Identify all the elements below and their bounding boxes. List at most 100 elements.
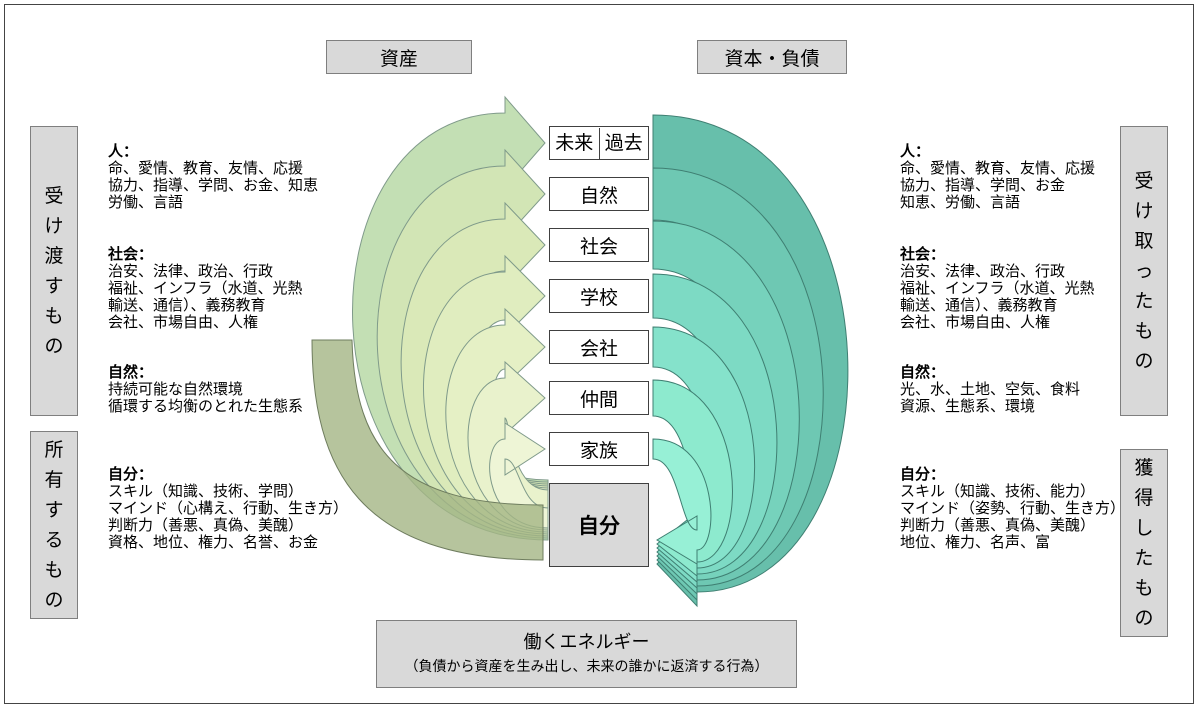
group-line: マインド（心構え、行動、生き方）: [108, 499, 349, 517]
vertical-label-char: 受: [44, 184, 64, 207]
center-box-label: 学校: [579, 286, 618, 309]
working-energy-title: 働くエネルギー: [523, 632, 650, 653]
group-heading: 自分：: [900, 465, 946, 483]
center-box-friends: 仲間: [549, 381, 649, 415]
center-box-family: 家族: [549, 432, 649, 466]
left-group-nature: 自然：持続可能な自然環境循環する均衡のとれた生態系: [108, 364, 303, 415]
vertical-label-char: の: [44, 589, 64, 612]
center-box-society: 社会: [549, 228, 649, 262]
capital-liabilities-heading: 資本・負債: [697, 40, 847, 74]
group-heading: 社会：: [108, 245, 154, 263]
group-line: 福祉、インフラ（水道、光熱: [108, 279, 303, 297]
assets-heading: 資産: [326, 40, 472, 74]
assets-heading-text: 資産: [379, 47, 418, 70]
group-line: 会社、市場自由、人権: [108, 313, 259, 331]
capital-liabilities-heading-text: 資本・負債: [724, 47, 820, 70]
future-label: 未来: [550, 127, 600, 159]
right-group-self: 自分：スキル（知識、技術、能力）マインド（姿勢、行動、生き方）判断力（善悪、真偽…: [900, 466, 1125, 551]
received-label: 受け取ったもの: [1120, 126, 1168, 416]
right-arrows-group: [652, 114, 849, 608]
vertical-label-char: 獲: [1134, 456, 1154, 479]
left-group-self: 自分：スキル（知識、技術、学問）マインド（心構え、行動、生き方）判断力（善悪、真…: [108, 466, 348, 551]
vertical-label-char: た: [1134, 547, 1154, 569]
vertical-label-char: も: [1134, 577, 1154, 600]
acquired-label: 獲得したもの: [1120, 449, 1168, 637]
center-box-label: 会社: [579, 337, 618, 360]
group-line: 治安、法律、政治、行政: [900, 262, 1066, 280]
group-line: 会社、市場自由、人権: [900, 313, 1051, 331]
vertical-label-char: 取: [1134, 229, 1154, 252]
group-line: 資格、地位、権力、名誉、お金: [108, 533, 319, 551]
vertical-label-char: る: [44, 529, 64, 551]
left-arrow-band: [311, 339, 544, 561]
right-arrow: [652, 438, 712, 565]
center-box-label: 仲間: [579, 388, 618, 411]
working-energy-subtitle: （負債から資産を生み出し、未来の誰かに返済する行為）: [404, 659, 769, 675]
group-line: 判断力（善悪、真偽、美醜）: [900, 516, 1096, 534]
group-line: 地位、権力、名声、富: [900, 533, 1051, 551]
vertical-label-char: け: [44, 214, 64, 237]
group-line: 命、愛情、教育、友情、応援: [108, 159, 304, 177]
pass-on-label: 受け渡すもの: [30, 126, 78, 416]
vertical-label-char: の: [44, 335, 64, 358]
group-line: スキル（知識、技術、学問）: [108, 482, 304, 500]
working-energy-box: 働くエネルギー （負債から資産を生み出し、未来の誰かに返済する行為）: [376, 620, 797, 688]
vertical-label-char: す: [44, 498, 64, 521]
future-past-box: 未来 過去: [549, 126, 649, 160]
vertical-label-char: 得: [1134, 486, 1154, 509]
group-heading: 自然：: [108, 363, 154, 381]
group-line: 輸送、通信）、義務教育: [108, 296, 266, 314]
group-heading: 人：: [108, 142, 139, 160]
group-line: 治安、法律、政治、行政: [108, 262, 274, 280]
group-line: 福祉、インフラ（水道、光熱: [900, 279, 1095, 297]
self-label: 自分: [578, 514, 620, 538]
center-box-school: 学校: [549, 279, 649, 313]
group-line: マインド（姿勢、行動、生き方）: [900, 499, 1126, 517]
vertical-label-char: も: [44, 559, 64, 582]
center-box-label: 家族: [579, 439, 618, 462]
vertical-label-char: 有: [44, 468, 64, 491]
group-line: スキル（知識、技術、能力）: [900, 482, 1096, 500]
group-line: 持続可能な自然環境: [108, 380, 244, 398]
right-group-people: 人：命、愛情、教育、友情、応援協力、指導、学問、お金知恵、労働、言語: [900, 143, 1095, 211]
group-line: 判断力（善悪、真偽、美醜）: [108, 516, 304, 534]
group-line: 資源、生態系、環境: [900, 397, 1036, 415]
vertical-label-char: た: [1134, 290, 1154, 312]
group-line: 命、愛情、教育、友情、応援: [900, 159, 1096, 177]
vertical-label-char: 渡: [44, 244, 64, 267]
center-box-company: 会社: [549, 330, 649, 364]
vertical-label-char: 受: [1134, 169, 1154, 192]
vertical-label-char: 所: [44, 438, 64, 461]
right-group-society: 社会：治安、法律、政治、行政福祉、インフラ（水道、光熱輸送、通信）、義務教育会社…: [900, 246, 1095, 331]
vertical-label-char: の: [1134, 607, 1154, 630]
group-line: 輸送、通信）、義務教育: [900, 296, 1058, 314]
vertical-label-char: も: [44, 305, 64, 328]
self-box: 自分: [549, 483, 649, 567]
possess-label: 所有するもの: [30, 431, 78, 619]
left-arrows-group: [311, 95, 549, 561]
group-line: 循環する均衡のとれた生態系: [108, 397, 304, 415]
group-heading: 自然：: [900, 363, 946, 381]
group-line: 知恵、労働、言語: [900, 193, 1021, 211]
right-group-nature: 自然：光、水、土地、空気、食料資源、生態系、環境: [900, 364, 1080, 415]
group-line: 協力、指導、学問、お金、知恵: [108, 176, 319, 194]
group-line: 協力、指導、学問、お金: [900, 176, 1066, 194]
group-heading: 人：: [900, 142, 931, 160]
vertical-label-char: し: [1134, 516, 1154, 539]
vertical-label-char: け: [1134, 199, 1154, 222]
center-box-nature: 自然: [549, 177, 649, 211]
group-line: 光、水、土地、空気、食料: [900, 380, 1081, 398]
group-heading: 自分：: [108, 465, 154, 483]
vertical-label-char: の: [1134, 350, 1154, 373]
left-group-people: 人：命、愛情、教育、友情、応援協力、指導、学問、お金、知恵労働、言語: [108, 143, 318, 211]
past-label: 過去: [604, 131, 643, 154]
group-line: 労働、言語: [108, 193, 184, 211]
diagram-frame: [4, 4, 1194, 704]
vertical-label-char: っ: [1134, 259, 1154, 282]
vertical-label-char: す: [44, 275, 64, 297]
center-box-label: 自然: [579, 184, 618, 207]
left-group-society: 社会：治安、法律、政治、行政福祉、インフラ（水道、光熱輸送、通信）、義務教育会社…: [108, 246, 303, 331]
center-box-label: 社会: [579, 235, 618, 258]
vertical-label-char: も: [1134, 320, 1154, 343]
